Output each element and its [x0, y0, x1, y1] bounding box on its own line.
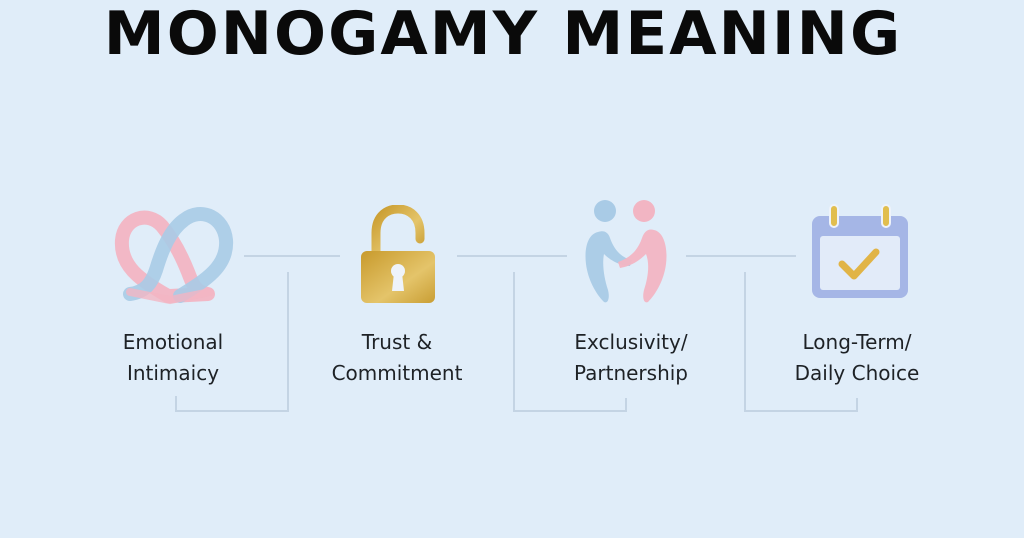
connector-bottom-2 [513, 410, 627, 412]
connector-riser-1 [175, 396, 177, 412]
connector-bottom-3 [744, 410, 858, 412]
connector-v-2 [513, 272, 515, 412]
step-4-line-2: Daily Choice [794, 361, 920, 385]
connector-riser-2 [625, 398, 627, 412]
connector-h-1 [244, 255, 340, 257]
step-1-line-1: Emotional [122, 330, 224, 354]
connector-riser-3 [856, 398, 858, 412]
step-label-exclusivity-partnership: Exclusivity/ Partnership [531, 327, 731, 389]
connector-v-1 [287, 272, 289, 412]
connector-v-3 [744, 272, 746, 412]
step-label-trust-commitment: Trust & Commitment [297, 327, 497, 389]
connector-h-3 [686, 255, 796, 257]
step-1-line-2: Intimaicy [126, 361, 220, 385]
step-3-line-2: Partnership [573, 361, 689, 385]
step-2-line-1: Trust & [361, 330, 433, 354]
page-title: MONOGAMY MEANING [103, 0, 903, 69]
connector-h-2 [457, 255, 567, 257]
open-padlock-icon [361, 205, 435, 303]
interlocked-hearts-icon [114, 207, 234, 305]
step-label-emotional-intimacy: Emotional Intimaicy [73, 327, 273, 389]
calendar-check-icon [812, 204, 908, 298]
step-3-line-1: Exclusivity/ [574, 330, 688, 354]
connector-bottom-1 [175, 410, 289, 412]
step-4-line-1: Long-Term/ [802, 330, 912, 354]
step-label-long-term-daily-choice: Long-Term/ Daily Choice [757, 327, 957, 389]
holding-hands-couple-icon [585, 200, 667, 303]
step-2-line-2: Commitment [331, 361, 463, 385]
